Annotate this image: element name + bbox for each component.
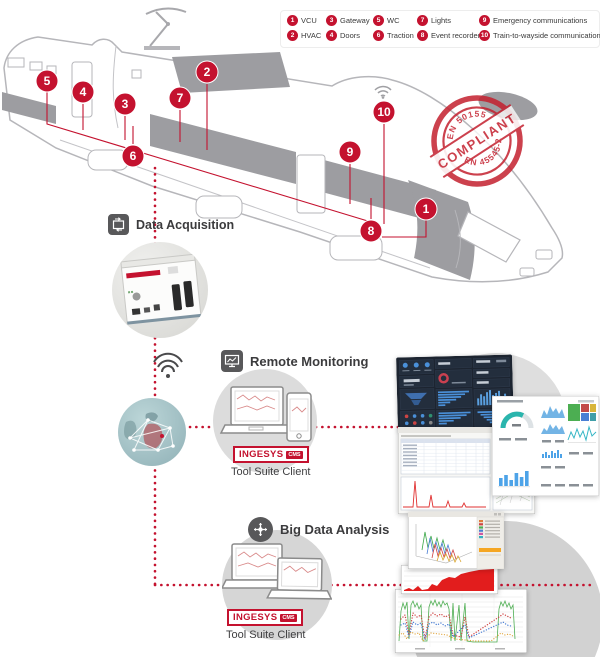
ingesys-badge-remote: INGESYS CMS bbox=[233, 446, 309, 463]
train-door-2 bbox=[296, 154, 326, 214]
legend-label-wc: WC bbox=[387, 16, 400, 25]
tool-suite-caption-remote: Tool Suite Client bbox=[231, 466, 311, 478]
windshield bbox=[457, 211, 521, 263]
tablet bbox=[286, 392, 312, 442]
remote-monitoring-header: Remote Monitoring bbox=[221, 350, 368, 372]
data-flow-route bbox=[153, 166, 596, 587]
marker-2: 2 bbox=[195, 60, 219, 84]
marker-7: 7 bbox=[168, 86, 192, 110]
left-band bbox=[2, 92, 56, 124]
marker-5-num: 5 bbox=[44, 74, 51, 88]
wifi-icon-train bbox=[374, 85, 392, 99]
legend-label-gateway: Gateway bbox=[340, 16, 370, 25]
legend-label-wayside: Train-to-wayside communications bbox=[493, 31, 600, 40]
ingesys-brand: INGESYS bbox=[233, 612, 278, 623]
legend-num-8: 8 bbox=[417, 30, 428, 41]
marker-2-num: 2 bbox=[204, 65, 211, 79]
network-nodes bbox=[128, 418, 175, 452]
legend-label-traction: Traction bbox=[387, 31, 414, 40]
pantograph bbox=[144, 7, 187, 50]
marker-7-num: 7 bbox=[177, 91, 184, 105]
legend-label-vcu: VCU bbox=[301, 16, 317, 25]
tool-suite-caption-bigdata: Tool Suite Client bbox=[226, 629, 306, 641]
connected-globe bbox=[118, 398, 186, 466]
roof-hvac-unit bbox=[172, 52, 290, 93]
marker-1: 1 bbox=[414, 197, 438, 221]
marker-9: 9 bbox=[338, 140, 362, 164]
legend-label-lights: Lights bbox=[431, 16, 452, 25]
data-acquisition-label: Data Acquisition bbox=[136, 217, 235, 232]
marker-4: 4 bbox=[71, 80, 95, 104]
data-acquisition-icon bbox=[108, 214, 129, 235]
legend-num-10: 10 bbox=[479, 30, 490, 41]
legend-num-2: 2 bbox=[287, 30, 298, 41]
legend-num-5: 5 bbox=[373, 15, 384, 26]
big-data-icon bbox=[248, 517, 273, 542]
controller-device bbox=[120, 253, 202, 325]
train-markers: 1 2 3 4 5 6 7 8 9 10 bbox=[35, 60, 438, 243]
ingesys-brand: INGESYS bbox=[239, 449, 284, 460]
legend-num-4: 4 bbox=[326, 30, 337, 41]
data-acquisition-header: Data Acquisition bbox=[108, 214, 234, 235]
laptop bbox=[222, 543, 294, 589]
laptop bbox=[219, 386, 295, 434]
legend-num-6: 6 bbox=[373, 30, 384, 41]
legend-label-hvac: HVAC bbox=[301, 31, 322, 40]
marker-1-num: 1 bbox=[423, 202, 430, 216]
marker-8: 8 bbox=[359, 219, 383, 243]
marker-10: 10 bbox=[372, 100, 396, 124]
bigdata-clients-circle bbox=[222, 530, 332, 640]
bigdata-timeseries-window bbox=[395, 589, 527, 653]
marker-4-num: 4 bbox=[80, 85, 87, 99]
remote-monitoring-label: Remote Monitoring bbox=[250, 353, 369, 369]
ingesys-chip: CMS bbox=[280, 613, 297, 622]
remote-dashboard-light bbox=[492, 396, 599, 496]
marker-6: 6 bbox=[121, 144, 145, 168]
remote-monitoring-icon bbox=[221, 350, 243, 372]
bigdata-3d-plot-window bbox=[408, 512, 504, 569]
big-data-label: Big Data Analysis bbox=[280, 522, 390, 537]
legend-num-9: 9 bbox=[479, 15, 490, 26]
ingesys-chip: CMS bbox=[286, 450, 303, 459]
legend-label-doors: Doors bbox=[340, 31, 361, 40]
marker-9-num: 9 bbox=[347, 145, 354, 159]
bigdata-area-chart-window bbox=[401, 565, 498, 594]
marker-10-num: 10 bbox=[377, 105, 391, 119]
legend-num-3: 3 bbox=[326, 15, 337, 26]
marker-8-num: 8 bbox=[368, 224, 375, 238]
legend-label-event-recorder: Event recorder bbox=[431, 31, 481, 40]
legend-num-7: 7 bbox=[417, 15, 428, 26]
data-acquisition-device-photo bbox=[112, 242, 208, 338]
remote-dashboard-dark bbox=[396, 354, 514, 432]
marker-6-num: 6 bbox=[130, 149, 137, 163]
marker-connectors bbox=[46, 84, 427, 238]
legend-num-1: 1 bbox=[287, 15, 298, 26]
network-mesh bbox=[129, 419, 174, 451]
legend-label-emergency: Emergency communications bbox=[493, 16, 588, 25]
marker-3-num: 3 bbox=[122, 97, 129, 111]
laptop bbox=[266, 557, 332, 600]
window-band-1 bbox=[150, 114, 296, 184]
big-data-header: Big Data Analysis bbox=[248, 517, 389, 542]
wifi-icon-uplink bbox=[153, 352, 183, 378]
marker-5: 5 bbox=[35, 69, 59, 93]
ingesys-badge-bigdata: INGESYS CMS bbox=[227, 609, 303, 626]
marker-3: 3 bbox=[113, 92, 137, 116]
